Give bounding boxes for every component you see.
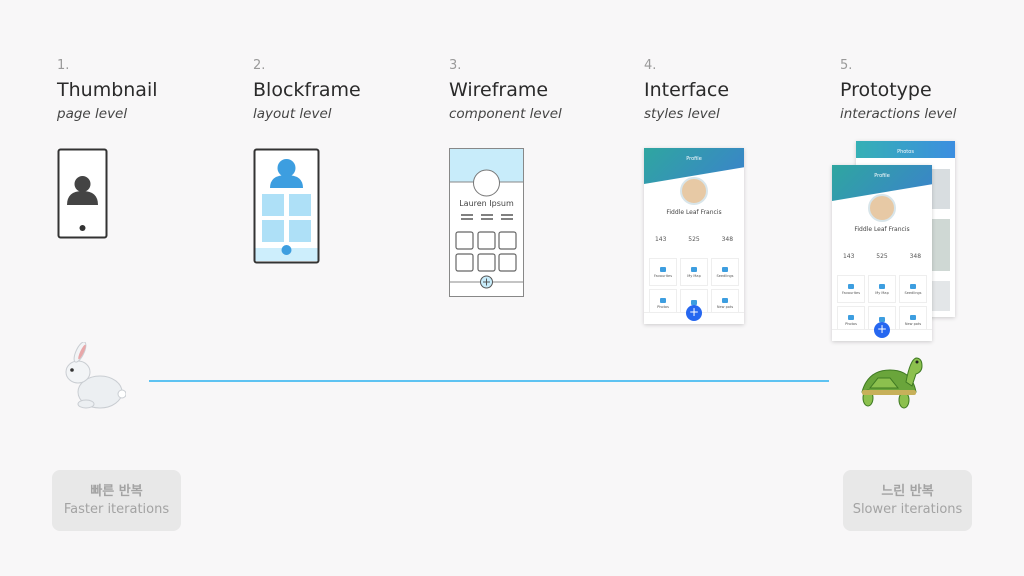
stage-number: 5.: [840, 58, 853, 73]
wireframe-phone: Lauren Ipsum: [449, 148, 524, 297]
prototype-mockup: Profile Fiddle Leaf Francis 143 525 348 Fa…: [832, 165, 932, 341]
label-english: Slower iterations: [852, 502, 963, 517]
stage-number: 2.: [253, 58, 266, 73]
grid-cell: Favourites: [649, 258, 677, 286]
grid-cell: My Map: [868, 275, 896, 303]
stage-title: Interface: [644, 79, 730, 101]
thumbnail-phone-icon: [57, 148, 108, 239]
stage-prototype: 5. Prototype interactions level: [840, 58, 1024, 122]
stage-subtitle: layout level: [253, 106, 332, 122]
header-title: Profile: [686, 156, 702, 162]
profile-name: Fiddle Leaf Francis: [666, 209, 722, 216]
faster-iterations-label: 빠른 반복 Faster iterations: [52, 470, 181, 531]
stage-title: Prototype: [840, 79, 932, 101]
stage-title: Thumbnail: [57, 79, 158, 101]
wireframe-outline-icon: [449, 148, 524, 297]
turtle-icon: [861, 357, 923, 409]
avatar: [868, 194, 896, 222]
stat: 348: [721, 236, 734, 243]
label-english: Faster iterations: [63, 502, 170, 517]
stat: 525: [688, 236, 700, 243]
stage-number: 4.: [644, 58, 657, 73]
rabbit-icon: [65, 342, 126, 409]
stage-thumbnail: 1. Thumbnail page level: [57, 58, 247, 122]
profile-name: Fiddle Leaf Francis: [854, 226, 910, 233]
stage-subtitle: page level: [57, 106, 128, 122]
grid-cell: My Map: [680, 258, 708, 286]
stage-interface: 4. Interface styles level: [644, 58, 834, 122]
stat: 143: [654, 236, 667, 243]
interface-mockup: Profile Fiddle Leaf Francis 143 525 348 Fa…: [644, 148, 744, 324]
stage-subtitle: component level: [449, 106, 562, 122]
blockframe-phone-icon: [253, 148, 320, 264]
slower-iterations-label: 느린 반복 Slower iterations: [843, 470, 972, 531]
stage-title: Blockframe: [253, 79, 361, 101]
stage-title: Wireframe: [449, 79, 549, 101]
grid-cell: Seedlings: [899, 275, 927, 303]
stat: 525: [876, 253, 888, 260]
label-korean: 느린 반복: [881, 484, 934, 499]
label-korean: 빠른 반복: [90, 484, 143, 499]
avatar: [680, 177, 708, 205]
grid-cell: Seedlings: [711, 258, 739, 286]
add-icon: +: [686, 305, 702, 321]
header-title: Profile: [874, 173, 890, 179]
grid-cell: Favourites: [837, 275, 865, 303]
add-icon: +: [874, 322, 890, 338]
stage-number: 1.: [57, 58, 70, 73]
stage-number: 3.: [449, 58, 462, 73]
stage-wireframe: 3. Wireframe component level: [449, 58, 639, 122]
photos-header: Photos: [897, 149, 914, 155]
stage-blockframe: 2. Blockframe layout level: [253, 58, 443, 122]
stat: 348: [909, 253, 922, 260]
stat: 143: [842, 253, 855, 260]
stage-subtitle: interactions level: [840, 106, 957, 122]
stage-subtitle: styles level: [644, 106, 720, 122]
iteration-speed-line: [149, 380, 829, 382]
wireframe-name: Lauren Ipsum: [459, 199, 514, 208]
